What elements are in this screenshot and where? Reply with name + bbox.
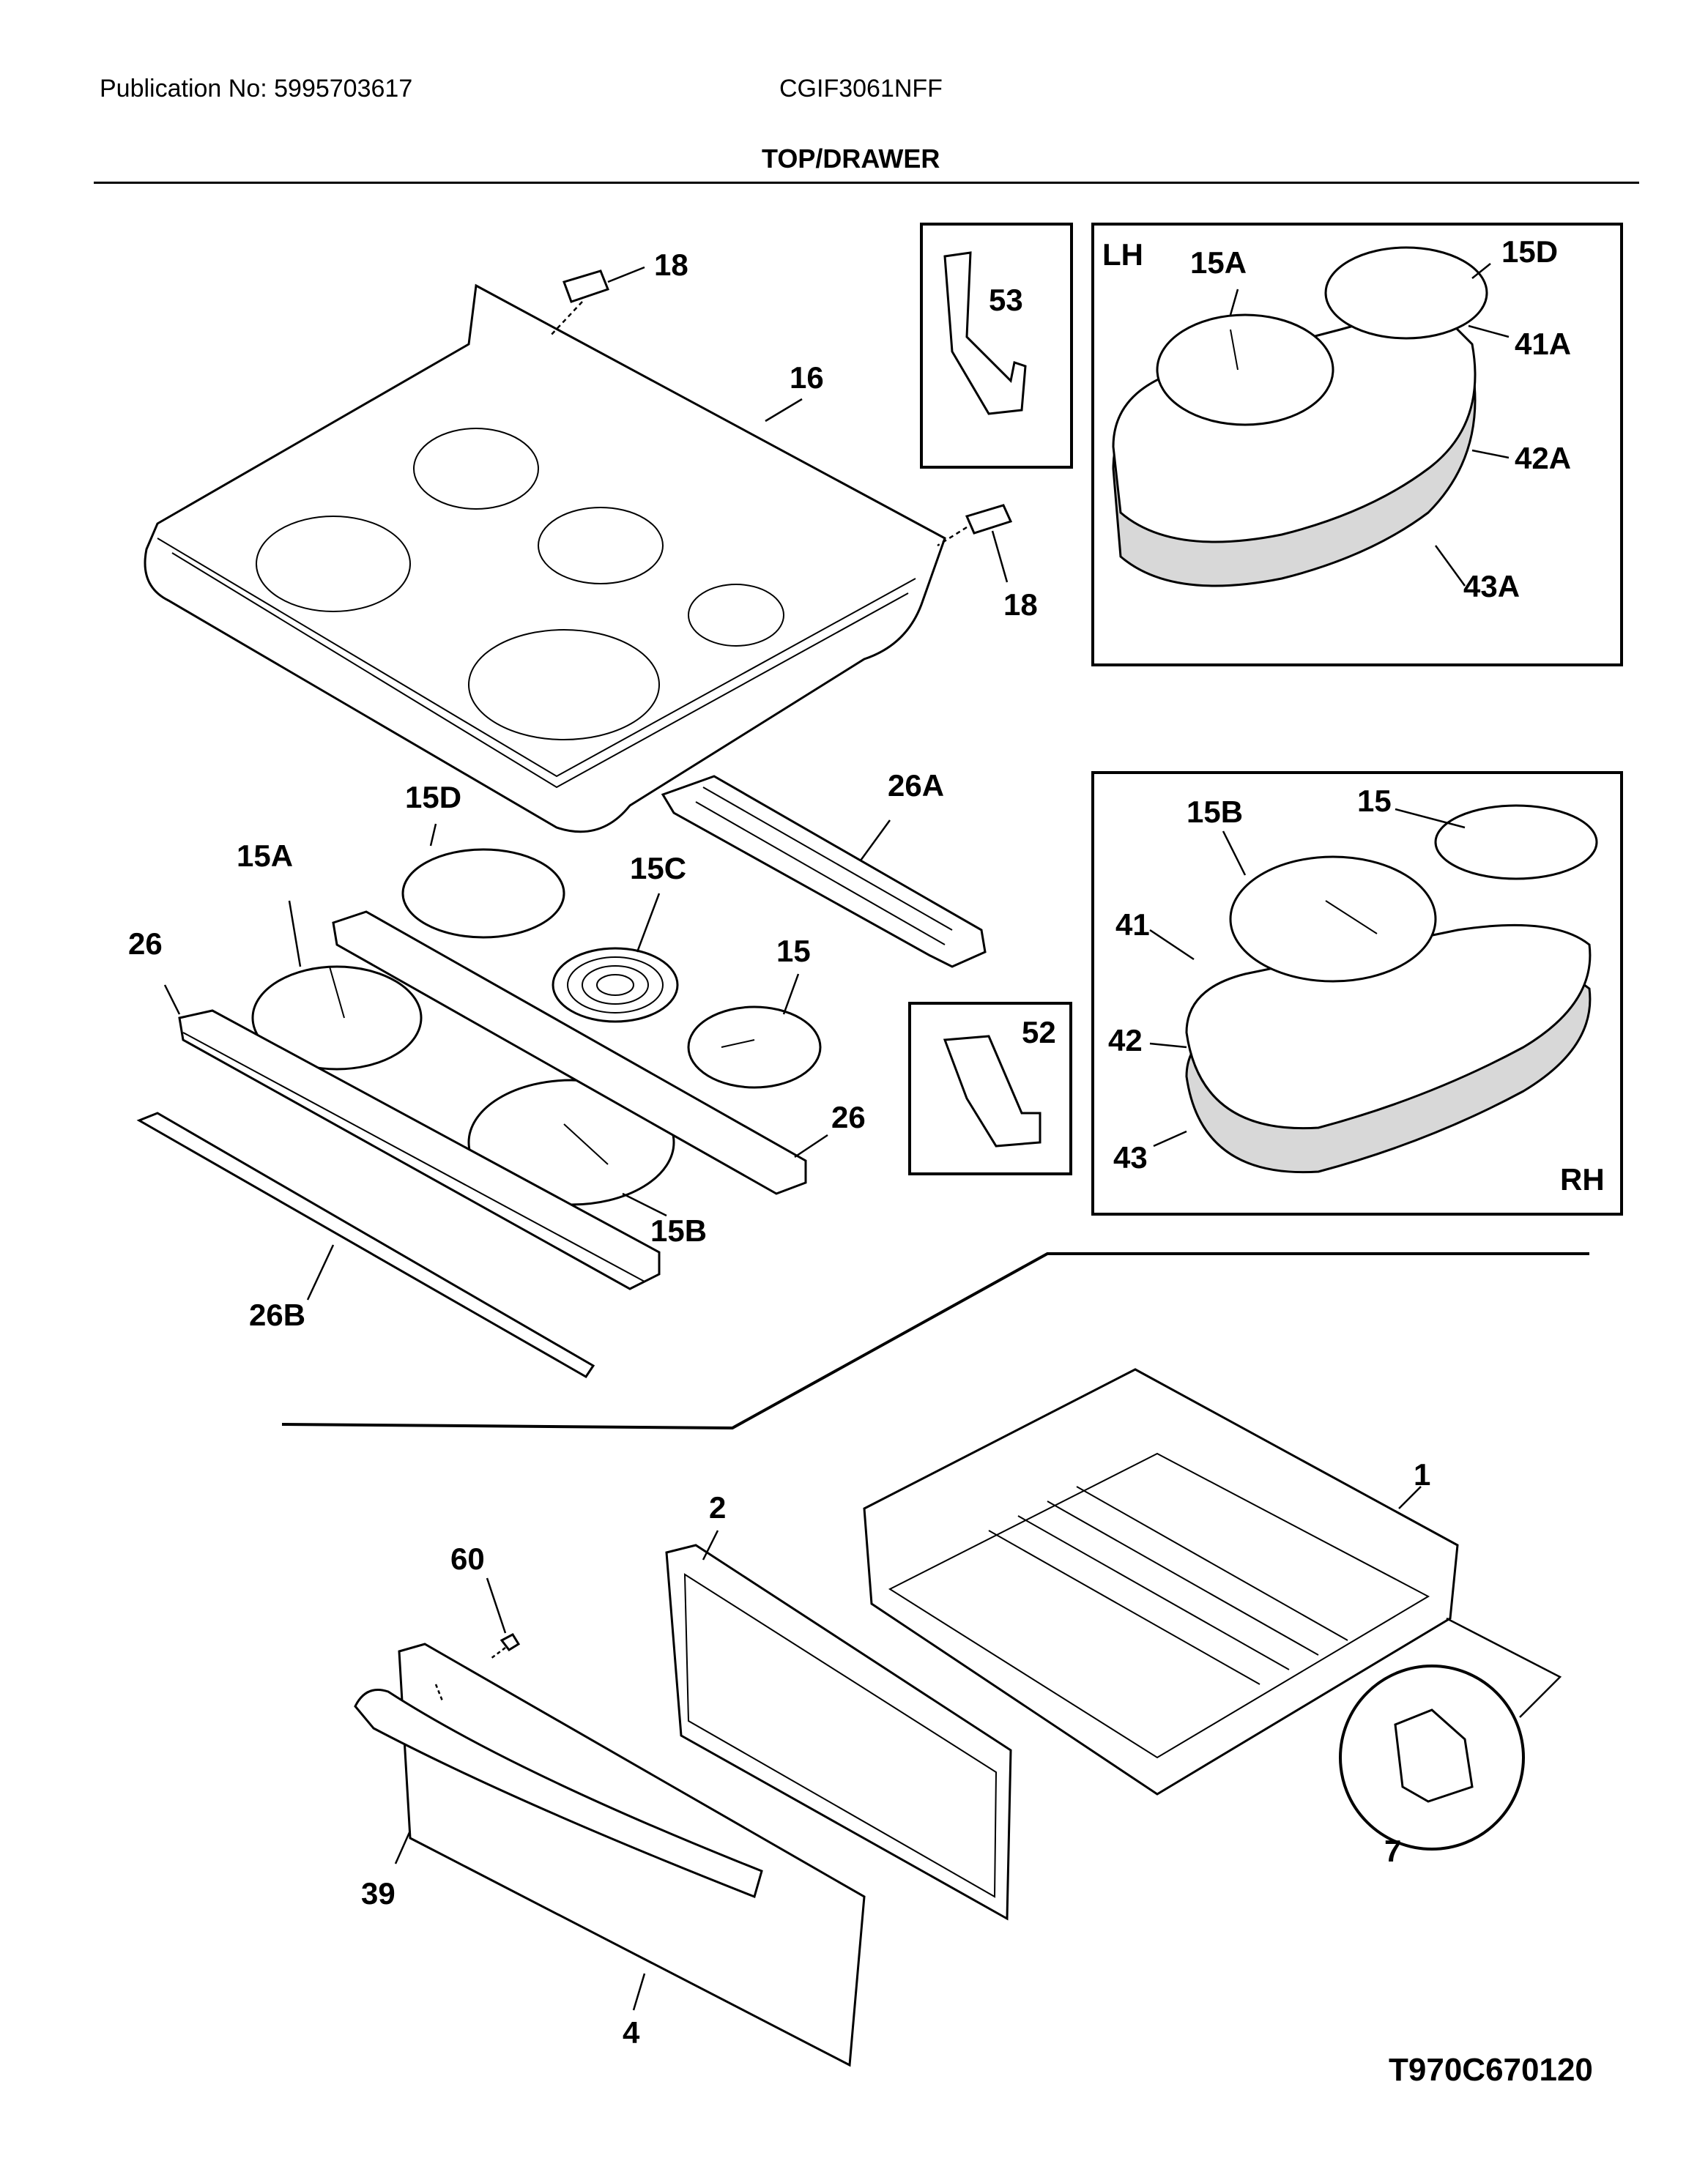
label-rh-15: 15 [1357,784,1392,818]
label-39: 39 [361,1876,396,1911]
label-41: 41 [1115,907,1150,942]
label-26-right: 26 [831,1100,866,1134]
top-bracket-lower [937,504,1013,583]
element-15a-part [251,965,423,1071]
label-52: 52 [1022,1015,1056,1049]
label-60: 60 [450,1542,485,1576]
label-42a: 42A [1515,441,1571,475]
screw-60-part [490,1633,521,1659]
inset-52-box [908,1002,1072,1175]
label-41a: 41A [1515,327,1571,361]
element-15-part [687,1005,822,1089]
header-divider [94,182,1639,184]
bracket-26a-part [661,775,987,968]
inset-lh-box [1091,223,1623,666]
top-bracket-upper [549,266,645,338]
model-number: CGIF3061NFF [779,75,943,103]
label-43a: 43A [1463,569,1520,603]
label-43: 43 [1113,1140,1148,1175]
clip-7-inset [1339,1617,1562,1851]
label-rh-15b: 15B [1187,795,1243,829]
element-15d-part [401,848,565,939]
publication-number: Publication No: 5995703617 [100,75,413,103]
label-15: 15 [776,934,811,968]
label-rh: RH [1560,1162,1605,1197]
label-lh-15a: 15A [1190,245,1247,280]
figure-code: T970C670120 [1389,2052,1593,2088]
drawer-body-part [863,1368,1459,1796]
drawer-panel-part [665,1544,1012,1921]
label-18-lower: 18 [1003,587,1038,622]
label-26b: 26B [249,1298,305,1332]
section-separator [281,1252,1589,1430]
label-15b: 15B [650,1213,707,1248]
element-15c-part [552,947,679,1023]
label-lh-15d: 15D [1501,234,1558,269]
drawer-front-part [354,1643,866,2067]
label-15c: 15C [630,851,686,885]
label-42: 42 [1108,1023,1143,1057]
section-title: TOP/DRAWER [762,144,940,174]
rail-26b-part [136,1112,595,1378]
label-18-upper: 18 [654,248,688,282]
label-15a: 15A [237,838,293,873]
label-26-left: 26 [128,926,163,961]
label-4: 4 [623,2015,640,2050]
inset-rh-box [1091,771,1623,1216]
label-53: 53 [989,283,1023,317]
label-lh: LH [1102,237,1143,272]
label-15d: 15D [405,780,461,814]
label-1: 1 [1414,1457,1430,1492]
label-26a: 26A [888,768,944,803]
inset-53-box [920,223,1073,469]
cooktop-part [144,283,946,833]
bracket-26-right-part [332,910,807,1195]
label-2: 2 [709,1490,726,1525]
bracket-26-left-part [178,1009,661,1290]
label-7: 7 [1384,1834,1401,1868]
label-16: 16 [790,360,824,395]
